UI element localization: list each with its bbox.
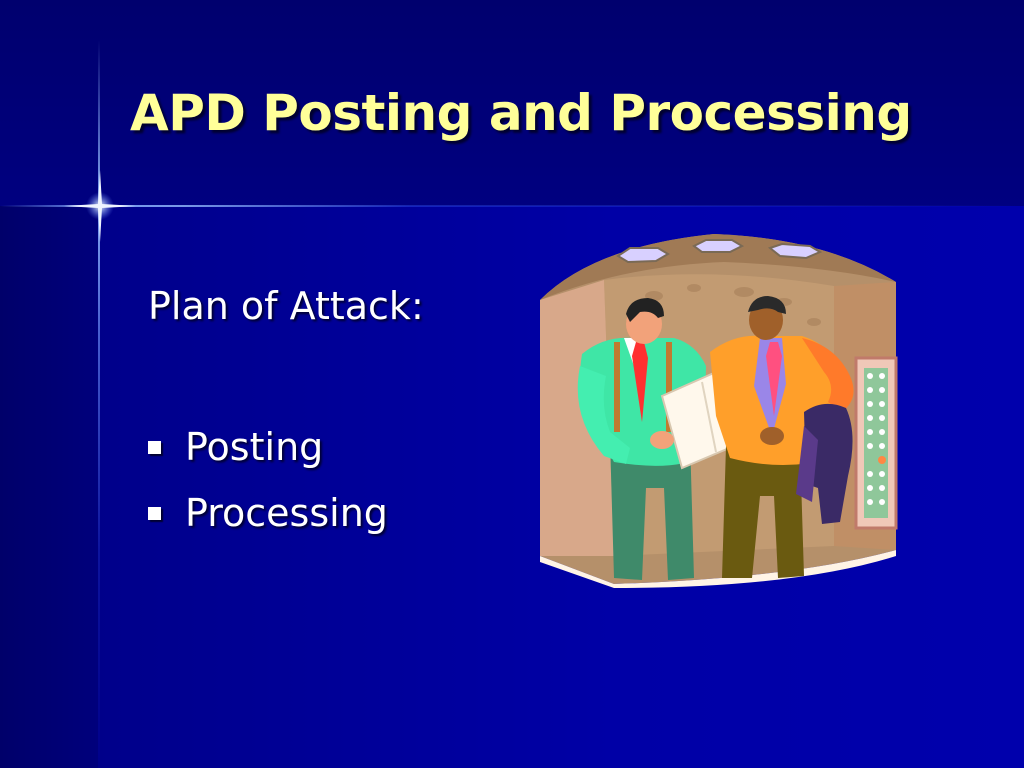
ceiling-light-icon xyxy=(767,242,823,260)
slide-left-band xyxy=(0,206,98,768)
jacket-icon xyxy=(804,403,853,524)
square-bullet-icon xyxy=(148,440,161,454)
bullet-list: Posting Processing xyxy=(148,414,388,546)
horizontal-accent-line xyxy=(0,205,1024,207)
plan-of-attack-heading: Plan of Attack: xyxy=(148,284,424,328)
bullet-label: Posting xyxy=(185,425,324,469)
ceiling-light-icon xyxy=(692,239,745,253)
vertical-accent-line xyxy=(98,40,100,768)
bullet-item-posting: Posting xyxy=(148,414,388,480)
ceiling-light-icon xyxy=(616,247,670,264)
sparkle-star-icon xyxy=(64,170,136,242)
slide-header-background xyxy=(0,0,1024,206)
elevator-businessmen-clipart xyxy=(540,234,898,588)
square-bullet-icon xyxy=(148,506,161,520)
slide-title: APD Posting and Processing xyxy=(130,84,912,142)
bullet-label: Processing xyxy=(185,491,388,535)
bullet-item-processing: Processing xyxy=(148,480,388,546)
